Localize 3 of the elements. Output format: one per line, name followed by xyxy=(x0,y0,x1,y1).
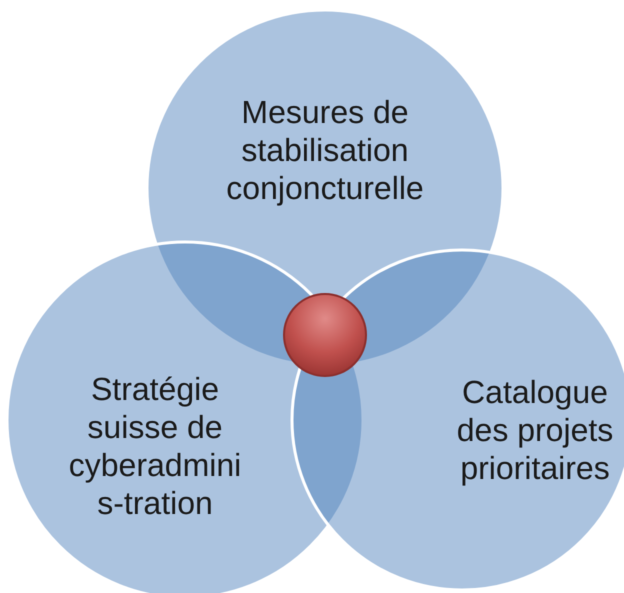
circle-label: Catalogue des projets prioritaires xyxy=(456,373,614,487)
circle-label: Stratégie suisse de cyberadmini s-tration xyxy=(68,370,242,522)
circle-label: Mesures de stabilisation conjoncturelle xyxy=(225,93,425,207)
